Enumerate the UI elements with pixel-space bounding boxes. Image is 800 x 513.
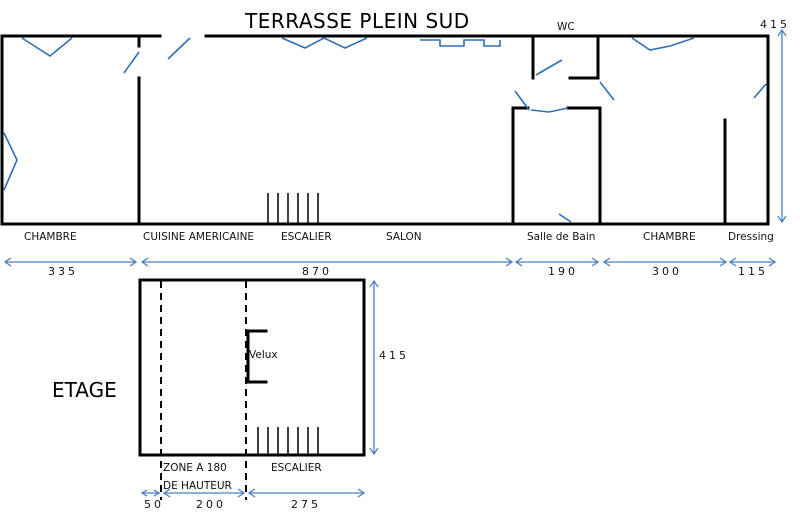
velux-label: Velux <box>249 349 278 361</box>
window-chambre-right <box>631 37 695 51</box>
window-salon <box>420 39 501 47</box>
dim-335: 335 <box>48 265 78 278</box>
door-chambre <box>123 51 140 74</box>
plan-title: TERRASSE PLEIN SUD <box>244 9 470 33</box>
zone-label-2: DE HAUTEUR <box>163 480 232 492</box>
dim-415-ground: 415 <box>760 18 790 31</box>
window-chambre-left <box>21 37 73 57</box>
velux-frame <box>246 329 268 384</box>
staircase-upper <box>257 427 319 455</box>
door-chambre-right <box>599 81 615 101</box>
door-sdb-b <box>530 107 569 113</box>
dim-190: 190 <box>548 265 578 278</box>
dim-300: 300 <box>652 265 682 278</box>
window-cuisine <box>281 37 368 49</box>
door-entrance <box>167 37 191 60</box>
openings <box>3 37 767 223</box>
ground-dimensions: 335 870 190 300 115 415 <box>3 18 790 278</box>
upper-floor: Velux ZONE A 180 DE HAUTEUR ESCALIER <box>138 278 366 500</box>
dim-50: 50 <box>144 498 164 511</box>
label-cuisine: CUISINE AMERICAINE <box>143 231 254 243</box>
door-dressing <box>753 83 767 99</box>
label-wc: WC <box>557 21 575 33</box>
label-dressing: Dressing <box>728 231 774 243</box>
door-wc <box>535 59 563 76</box>
ground-floor: CHAMBRE CUISINE AMERICAINE ESCALIER SALO… <box>0 21 774 243</box>
etage-outline <box>138 278 366 457</box>
staircase-ground <box>267 193 319 224</box>
dim-115: 115 <box>738 265 768 278</box>
label-chambre-right: CHAMBRE <box>643 231 696 243</box>
zone-label-1: ZONE A 180 <box>163 462 227 474</box>
door-sdb-a <box>514 90 530 111</box>
etage-escalier-label: ESCALIER <box>271 462 322 474</box>
label-chambre-left: CHAMBRE <box>24 231 77 243</box>
dim-415-etage: 415 <box>379 349 409 362</box>
dim-870: 870 <box>302 265 332 278</box>
dim-200: 200 <box>196 498 226 511</box>
window-sdb <box>558 213 572 223</box>
etage-label: ETAGE <box>52 378 117 402</box>
dim-275: 275 <box>291 498 321 511</box>
label-escalier: ESCALIER <box>281 231 332 243</box>
label-salon: SALON <box>386 231 422 243</box>
label-salle-de-bain: Salle de Bain <box>527 231 595 243</box>
window-chambre-side <box>3 132 18 191</box>
upper-dimensions: 50 200 275 415 <box>140 279 409 511</box>
